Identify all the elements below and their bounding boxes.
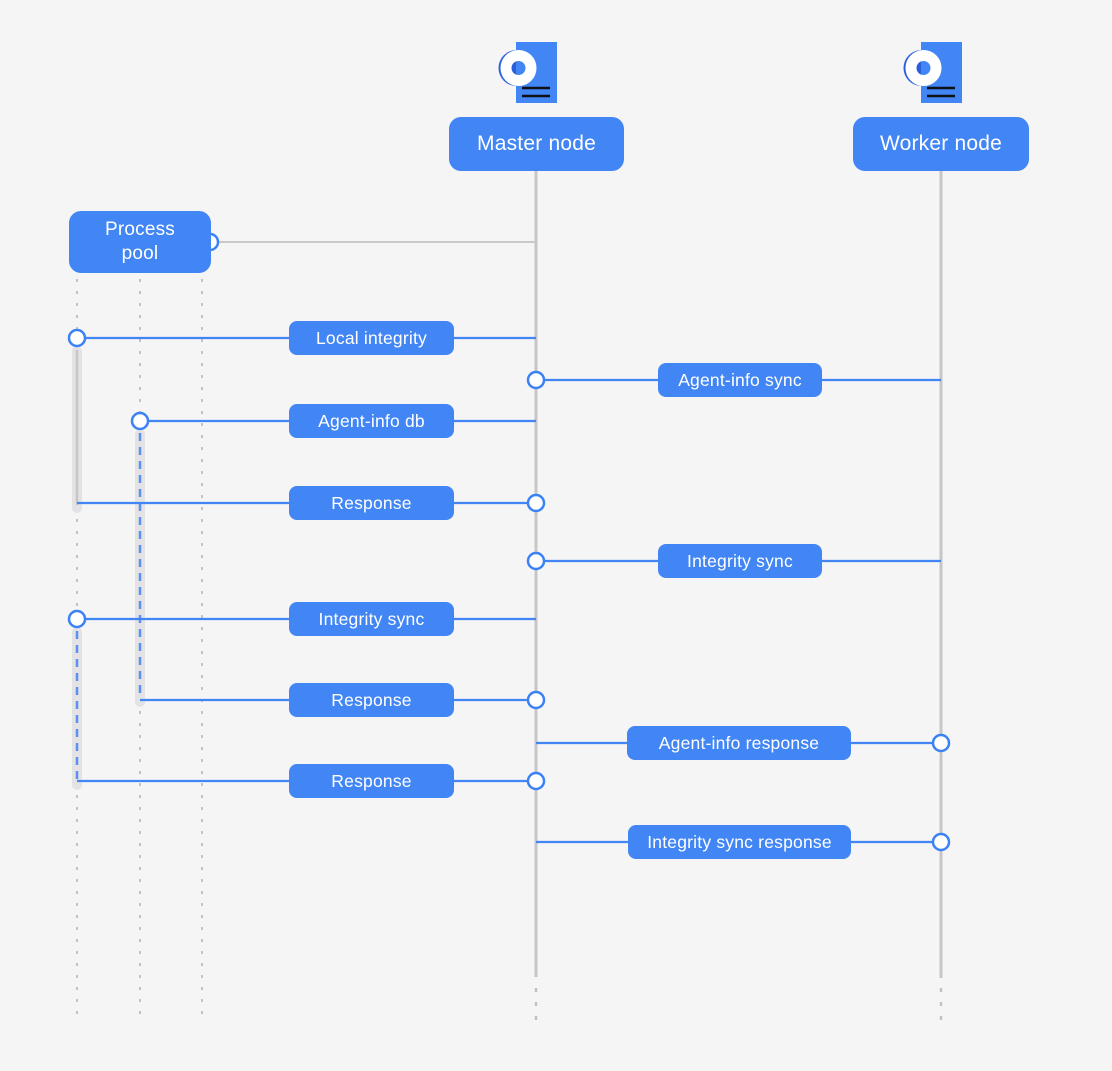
activation-bar-2 — [135, 429, 145, 707]
message-pill: Local integrity — [289, 321, 454, 355]
message-pill: Response — [289, 486, 454, 520]
message-endpoint-circle — [67, 609, 87, 629]
message-pill: Response — [289, 683, 454, 717]
master-node-label: Master node — [449, 117, 624, 171]
message-pill: Response — [289, 764, 454, 798]
message-pill: Integrity sync response — [628, 825, 851, 859]
message-endpoint-circle — [526, 370, 546, 390]
message-endpoint-circle — [526, 690, 546, 710]
process-pool-label: Process pool — [69, 211, 211, 273]
process-pool-label-line1: Process — [104, 219, 176, 240]
message-endpoint-circle — [526, 551, 546, 571]
message-pill: Agent-info db — [289, 404, 454, 438]
message-pill: Agent-info response — [627, 726, 851, 760]
message-endpoint-circle — [130, 411, 150, 431]
worker-node-label: Worker node — [853, 117, 1029, 171]
message-pill: Integrity sync — [289, 602, 454, 636]
message-endpoint-circle — [526, 771, 546, 791]
message-endpoint-circle — [526, 493, 546, 513]
worker-node-document-icon — [903, 42, 962, 103]
message-endpoint-circle — [931, 733, 951, 753]
message-endpoint-circle — [931, 832, 951, 852]
master-node-document-icon — [498, 42, 557, 103]
message-pill: Agent-info sync — [658, 363, 822, 397]
message-pill: Integrity sync — [658, 544, 822, 578]
message-endpoint-circle — [67, 328, 87, 348]
process-pool-label-line2: pool — [121, 243, 159, 264]
